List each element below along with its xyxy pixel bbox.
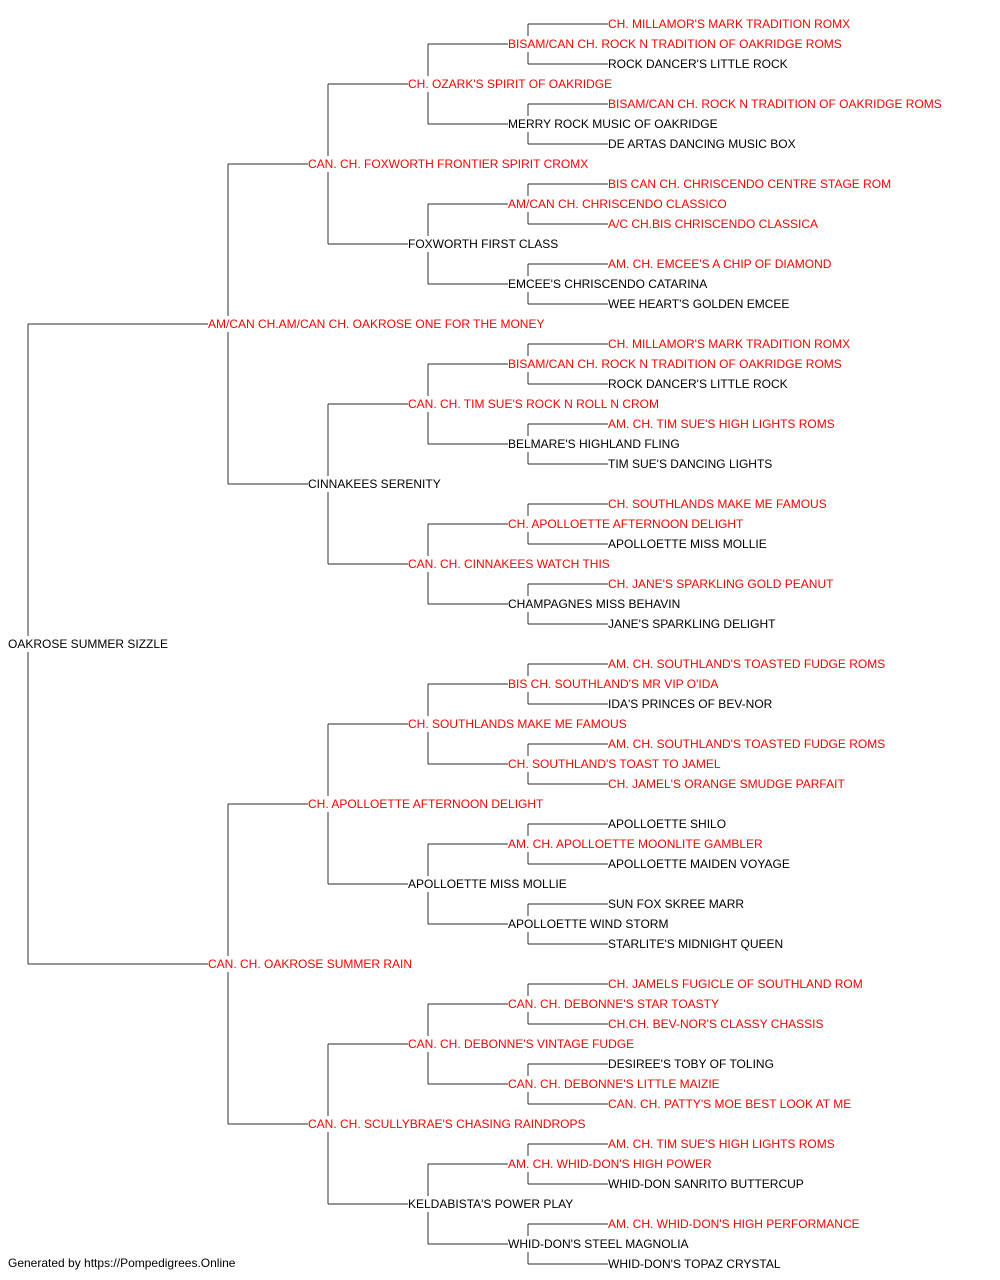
- ancestor-name: MERRY ROCK MUSIC OF OAKRIDGE: [508, 117, 718, 131]
- ancestor-name: AM. CH. TIM SUE'S HIGH LIGHTS ROMS: [608, 417, 835, 431]
- ancestor-name: AM. CH. APOLLOETTE MOONLITE GAMBLER: [508, 837, 763, 851]
- ancestor-name: CH. MILLAMOR'S MARK TRADITION ROMX: [608, 337, 850, 351]
- ancestor-name: APOLLOETTE MISS MOLLIE: [408, 877, 567, 891]
- ancestor-name: AM. CH. TIM SUE'S HIGH LIGHTS ROMS: [608, 1137, 835, 1151]
- ancestor-name: TIM SUE'S DANCING LIGHTS: [608, 457, 772, 471]
- ancestor-name: BISAM/CAN CH. ROCK N TRADITION OF OAKRID…: [508, 357, 842, 371]
- ancestor-name: WHID-DON SANRITO BUTTERCUP: [608, 1177, 804, 1191]
- ancestor-name: KELDABISTA'S POWER PLAY: [408, 1197, 573, 1211]
- ancestor-name: CH. JAMELS FUGICLE OF SOUTHLAND ROM: [608, 977, 863, 991]
- ancestor-name: CAN. CH. TIM SUE'S ROCK N ROLL N CROM: [408, 397, 659, 411]
- ancestor-name: AM/CAN CH.AM/CAN CH. OAKROSE ONE FOR THE…: [208, 317, 544, 331]
- ancestor-name: WHID-DON'S STEEL MAGNOLIA: [508, 1237, 689, 1251]
- ancestor-name: CINNAKEES SERENITY: [308, 477, 441, 491]
- ancestor-name: CH. OZARK'S SPIRIT OF OAKRIDGE: [408, 77, 612, 91]
- ancestor-name: APOLLOETTE MISS MOLLIE: [608, 537, 767, 551]
- ancestor-name: A/C CH.BIS CHRISCENDO CLASSICA: [608, 217, 818, 231]
- ancestor-name: BIS CAN CH. CHRISCENDO CENTRE STAGE ROM: [608, 177, 891, 191]
- ancestor-name: EMCEE'S CHRISCENDO CATARINA: [508, 277, 707, 291]
- ancestor-name: DE ARTAS DANCING MUSIC BOX: [608, 137, 796, 151]
- ancestor-name: JANE'S SPARKLING DELIGHT: [608, 617, 776, 631]
- ancestor-name: WEE HEART'S GOLDEN EMCEE: [608, 297, 789, 311]
- ancestor-name: APOLLOETTE MAIDEN VOYAGE: [608, 857, 790, 871]
- ancestor-name: CH. SOUTHLANDS MAKE ME FAMOUS: [408, 717, 627, 731]
- ancestor-name: IDA'S PRINCES OF BEV-NOR: [608, 697, 773, 711]
- ancestor-name: CH. APOLLOETTE AFTERNOON DELIGHT: [508, 517, 744, 531]
- ancestor-name: BIS CH. SOUTHLAND'S MR VIP O'IDA: [508, 677, 718, 691]
- ancestor-name: CAN. CH. FOXWORTH FRONTIER SPIRIT CROMX: [308, 157, 588, 171]
- ancestor-name: DESIREE'S TOBY OF TOLING: [608, 1057, 774, 1071]
- ancestor-name: AM. CH. WHID-DON'S HIGH PERFORMANCE: [608, 1217, 860, 1231]
- ancestor-name: WHID-DON'S TOPAZ CRYSTAL: [608, 1257, 781, 1271]
- ancestor-name: CH. APOLLOETTE AFTERNOON DELIGHT: [308, 797, 544, 811]
- ancestor-name: CH. JANE'S SPARKLING GOLD PEANUT: [608, 577, 834, 591]
- ancestor-name: APOLLOETTE WIND STORM: [508, 917, 668, 931]
- ancestor-name: CH. SOUTHLAND'S TOAST TO JAMEL: [508, 757, 721, 771]
- ancestor-name: STARLITE'S MIDNIGHT QUEEN: [608, 937, 783, 951]
- ancestor-name: AM. CH. EMCEE'S A CHIP OF DIAMOND: [608, 257, 832, 271]
- ancestor-name: CAN. CH. SCULLYBRAE'S CHASING RAINDROPS: [308, 1117, 585, 1131]
- ancestor-name: CAN. CH. CINNAKEES WATCH THIS: [408, 557, 610, 571]
- ancestor-name: AM/CAN CH. CHRISCENDO CLASSICO: [508, 197, 727, 211]
- ancestor-name: APOLLOETTE SHILO: [608, 817, 726, 831]
- ancestor-name: BISAM/CAN CH. ROCK N TRADITION OF OAKRID…: [608, 97, 942, 111]
- ancestor-name: CAN. CH. OAKROSE SUMMER RAIN: [208, 957, 412, 971]
- ancestor-name: AM. CH. WHID-DON'S HIGH POWER: [508, 1157, 712, 1171]
- ancestor-name: CAN. CH. DEBONNE'S STAR TOASTY: [508, 997, 719, 1011]
- ancestor-name: FOXWORTH FIRST CLASS: [408, 237, 558, 251]
- ancestor-name: CH. MILLAMOR'S MARK TRADITION ROMX: [608, 17, 850, 31]
- ancestor-name: CH. JAMEL'S ORANGE SMUDGE PARFAIT: [608, 777, 845, 791]
- ancestor-name: BISAM/CAN CH. ROCK N TRADITION OF OAKRID…: [508, 37, 842, 51]
- ancestor-name: CAN. CH. PATTY'S MOE BEST LOOK AT ME: [608, 1097, 851, 1111]
- ancestor-name: CH.CH. BEV-NOR'S CLASSY CHASSIS: [608, 1017, 823, 1031]
- subject-dog-name: OAKROSE SUMMER SIZZLE: [8, 637, 168, 651]
- ancestor-name: BELMARE'S HIGHLAND FLING: [508, 437, 680, 451]
- ancestor-name: AM. CH. SOUTHLAND'S TOASTED FUDGE ROMS: [608, 657, 885, 671]
- ancestor-name: CAN. CH. DEBONNE'S VINTAGE FUDGE: [408, 1037, 634, 1051]
- generated-by-footer: Generated by https://Pompedigrees.Online: [8, 1256, 236, 1270]
- ancestor-name: CAN. CH. DEBONNE'S LITTLE MAIZIE: [508, 1077, 720, 1091]
- ancestor-name: AM. CH. SOUTHLAND'S TOASTED FUDGE ROMS: [608, 737, 885, 751]
- ancestor-name: ROCK DANCER'S LITTLE ROCK: [608, 377, 788, 391]
- ancestor-name: SUN FOX SKREE MARR: [608, 897, 744, 911]
- ancestor-name: ROCK DANCER'S LITTLE ROCK: [608, 57, 788, 71]
- ancestor-name: CHAMPAGNES MISS BEHAVIN: [508, 597, 680, 611]
- ancestor-name: CH. SOUTHLANDS MAKE ME FAMOUS: [608, 497, 827, 511]
